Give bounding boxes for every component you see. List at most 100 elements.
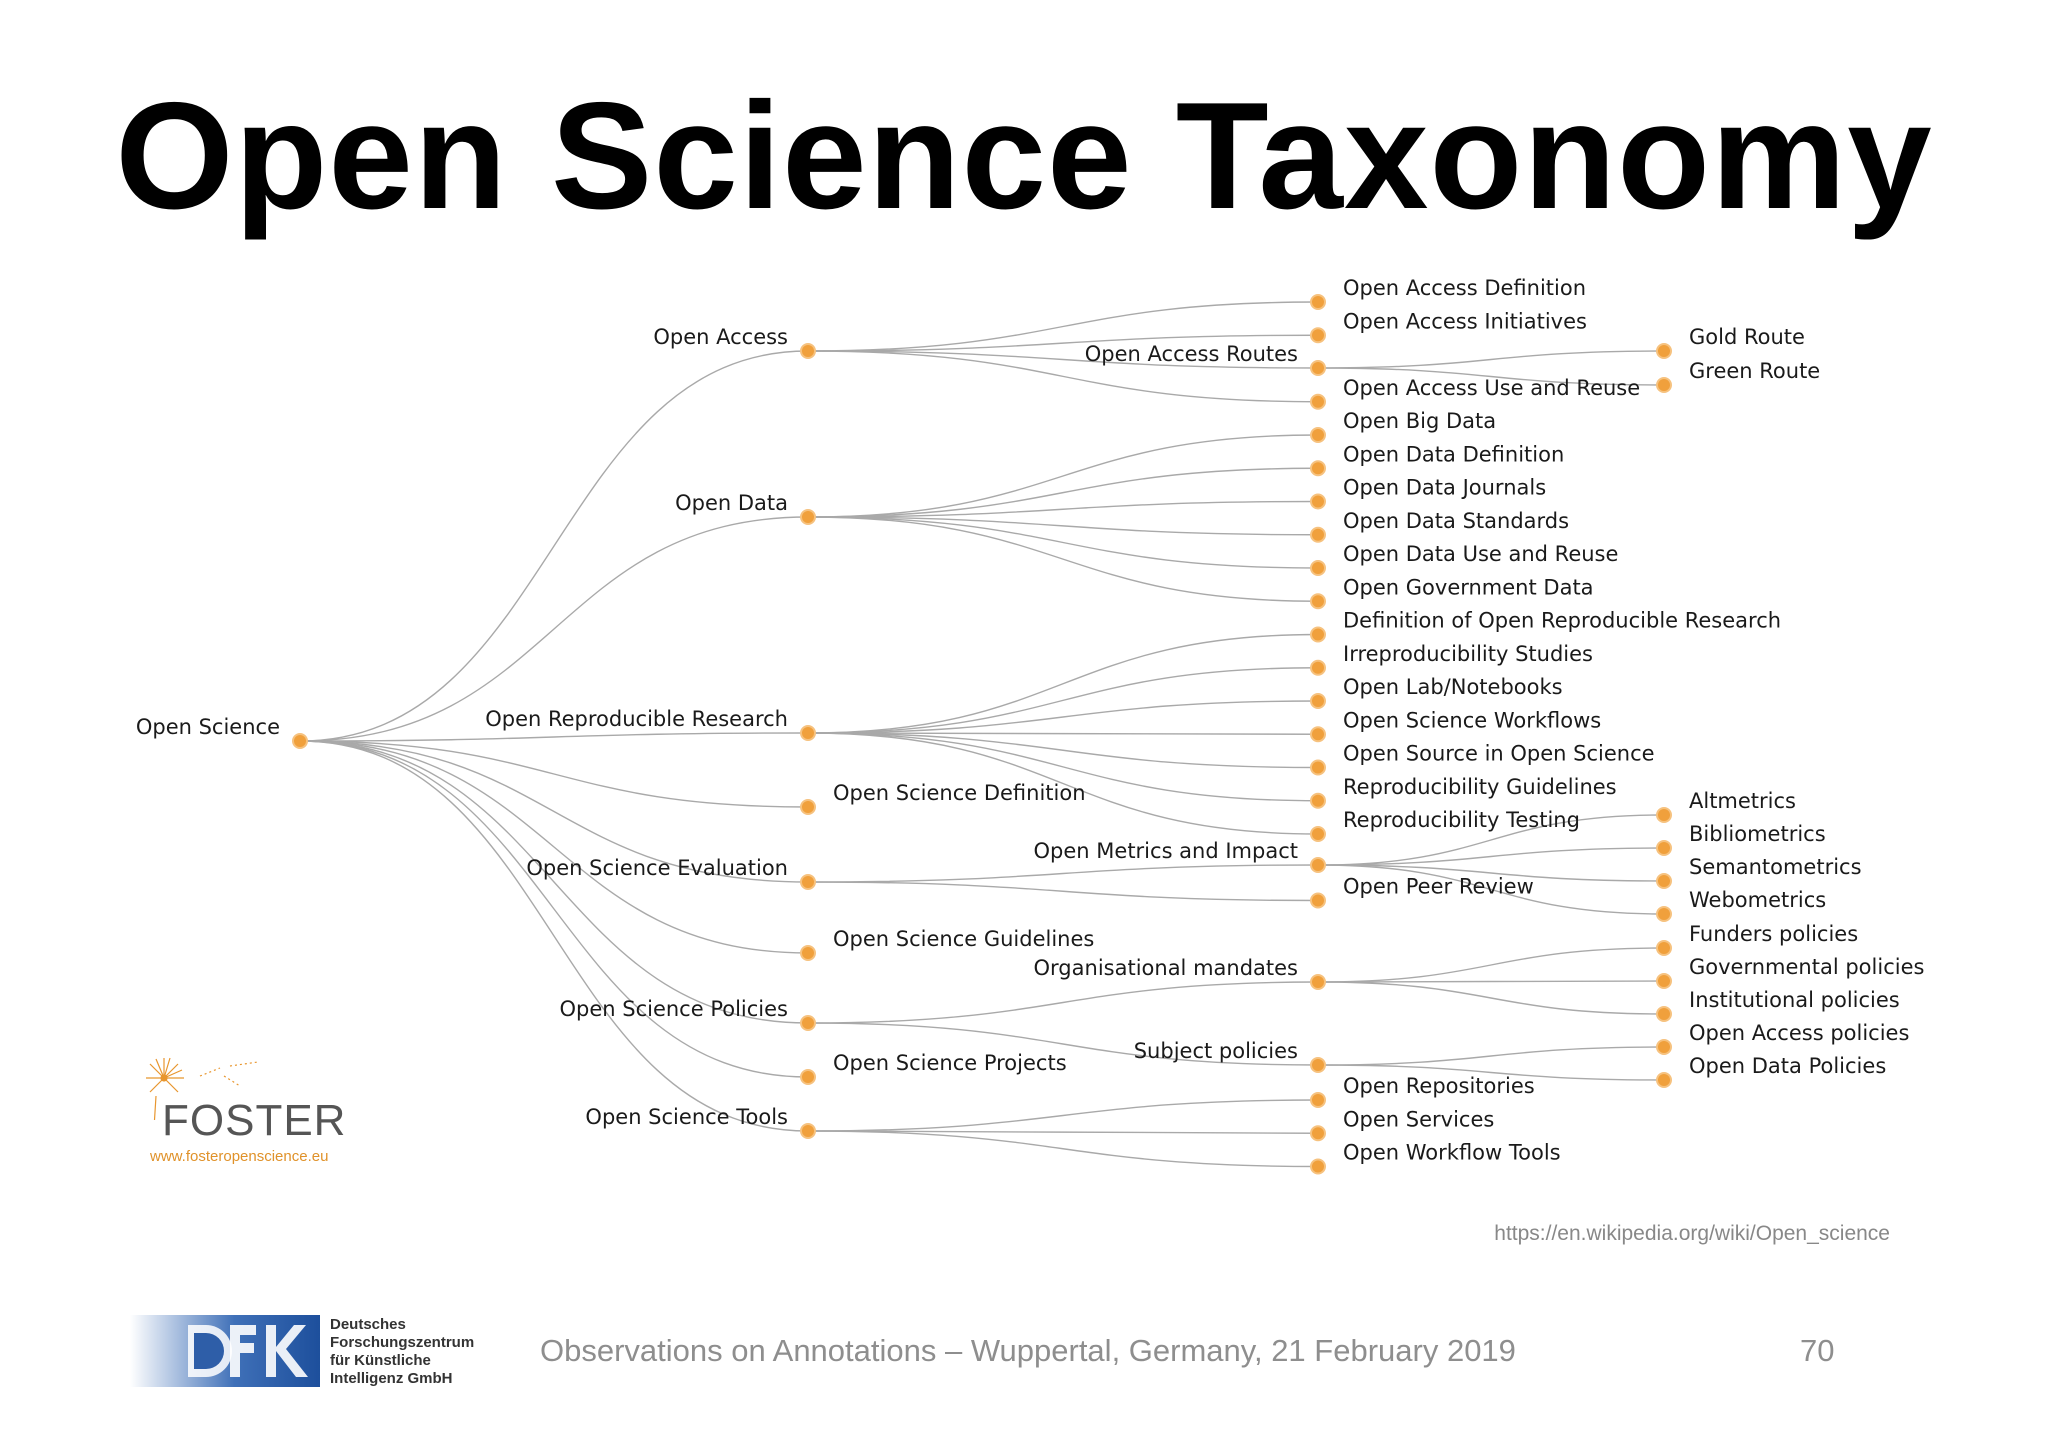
- node-level-1[interactable]: Open Access: [653, 325, 816, 359]
- node-dot-icon[interactable]: [1310, 294, 1326, 310]
- node-dot-icon[interactable]: [1310, 593, 1326, 610]
- node-dot-icon[interactable]: [1310, 360, 1326, 376]
- node-root[interactable]: Open Science: [136, 715, 308, 749]
- node-label: Subject policies: [1134, 1039, 1298, 1063]
- node-dot-icon[interactable]: [800, 343, 816, 359]
- node-level-2[interactable]: Open Access Initiatives: [1310, 309, 1587, 344]
- node-level-1[interactable]: Open Science Definition: [800, 781, 1086, 815]
- node-level-1[interactable]: Open Data: [675, 491, 816, 525]
- tree-link: [1317, 814, 1665, 866]
- node-level-3[interactable]: Governmental policies: [1656, 955, 1924, 989]
- node-level-1[interactable]: Open Science Tools: [585, 1105, 816, 1139]
- node-level-1[interactable]: Open Reproducible Research: [485, 707, 816, 741]
- node-dot-icon[interactable]: [1310, 460, 1326, 477]
- node-dot-icon[interactable]: [800, 725, 816, 741]
- node-dot-icon[interactable]: [1656, 1072, 1672, 1088]
- node-dot-icon[interactable]: [800, 1069, 816, 1085]
- node-dot-icon[interactable]: [1310, 792, 1326, 809]
- node-level-2[interactable]: Open Lab/Notebooks: [1310, 675, 1563, 709]
- node-level-2[interactable]: Open Access Routes: [1085, 342, 1326, 376]
- node-dot-icon[interactable]: [800, 1015, 816, 1031]
- node-level-2[interactable]: Open Workflow Tools: [1310, 1141, 1561, 1175]
- node-level-3[interactable]: Institutional policies: [1656, 988, 1900, 1022]
- node-level-2[interactable]: Open Metrics and Impact: [1034, 839, 1326, 873]
- node-dot-icon[interactable]: [1310, 560, 1326, 576]
- node-dot-icon[interactable]: [1310, 857, 1326, 873]
- node-level-2[interactable]: Organisational mandates: [1034, 956, 1326, 990]
- node-dot-icon[interactable]: [1310, 1125, 1326, 1142]
- node-level-2[interactable]: Irreproducibility Studies: [1310, 642, 1593, 676]
- node-dot-icon[interactable]: [800, 799, 816, 815]
- node-level-3[interactable]: Funders policies: [1656, 922, 1858, 956]
- foster-url[interactable]: www.fosteropenscience.eu: [150, 1148, 329, 1165]
- node-dot-icon[interactable]: [1310, 693, 1326, 709]
- node-level-2[interactable]: Open Data Use and Reuse: [1310, 542, 1618, 576]
- node-dot-icon[interactable]: [1310, 759, 1326, 776]
- node-dot-icon[interactable]: [1310, 493, 1326, 510]
- node-level-2[interactable]: Open Services: [1310, 1107, 1494, 1142]
- node-dot-icon[interactable]: [800, 874, 816, 890]
- node-level-2[interactable]: Open Data Journals: [1310, 476, 1546, 510]
- node-level-2[interactable]: Open Source in Open Science: [1310, 742, 1655, 776]
- node-level-1[interactable]: Open Science Guidelines: [800, 927, 1094, 961]
- node-level-2[interactable]: Open Government Data: [1310, 575, 1594, 610]
- node-level-3[interactable]: Green Route: [1656, 359, 1820, 393]
- node-level-3[interactable]: Semantometrics: [1656, 855, 1862, 889]
- node-level-2[interactable]: Open Data Definition: [1310, 442, 1564, 477]
- node-dot-icon[interactable]: [1310, 974, 1326, 990]
- node-dot-icon[interactable]: [1656, 873, 1672, 889]
- node-dot-icon[interactable]: [1310, 892, 1326, 909]
- node-level-1[interactable]: Open Science Policies: [559, 997, 816, 1031]
- node-level-3[interactable]: Bibliometrics: [1656, 822, 1826, 856]
- node-level-2[interactable]: Reproducibility Guidelines: [1310, 775, 1617, 809]
- node-level-2[interactable]: Open Data Standards: [1310, 509, 1569, 543]
- node-level-3[interactable]: Altmetrics: [1656, 789, 1796, 823]
- node-level-2[interactable]: Open Access Definition: [1310, 276, 1586, 310]
- footer-text: Observations on Annotations – Wuppertal,…: [540, 1333, 1516, 1368]
- node-dot-icon[interactable]: [1656, 1006, 1672, 1022]
- node-dot-icon[interactable]: [1656, 973, 1672, 989]
- node-dot-icon[interactable]: [1656, 343, 1672, 359]
- node-dot-icon[interactable]: [1310, 327, 1326, 344]
- node-label: Open Workflow Tools: [1343, 1141, 1561, 1165]
- node-dot-icon[interactable]: [1310, 826, 1326, 842]
- node-level-2[interactable]: Open Repositories: [1310, 1074, 1535, 1108]
- node-dot-icon[interactable]: [1310, 1092, 1326, 1108]
- node-level-2[interactable]: Definition of Open Reproducible Research: [1310, 609, 1781, 643]
- node-level-1[interactable]: Open Science Projects: [800, 1051, 1067, 1085]
- node-dot-icon[interactable]: [800, 509, 816, 525]
- node-dot-icon[interactable]: [1310, 427, 1326, 443]
- node-dot-icon[interactable]: [1310, 526, 1326, 543]
- node-level-2[interactable]: Open Access Use and Reuse: [1310, 376, 1640, 410]
- node-level-3[interactable]: Webometrics: [1656, 888, 1826, 922]
- node-dot-icon[interactable]: [800, 945, 816, 961]
- node-level-3[interactable]: Gold Route: [1656, 325, 1805, 359]
- node-level-3[interactable]: Open Data Policies: [1656, 1054, 1886, 1088]
- node-dot-icon[interactable]: [1656, 906, 1672, 922]
- node-level-1[interactable]: Open Science Evaluation: [526, 856, 816, 890]
- node-dot-icon[interactable]: [1656, 1039, 1672, 1055]
- node-dot-icon[interactable]: [1656, 840, 1672, 856]
- node-label: Open Access: [653, 325, 788, 349]
- node-dot-icon[interactable]: [1310, 1158, 1326, 1175]
- tree-links: [299, 301, 1665, 1168]
- node-dot-icon[interactable]: [1310, 1057, 1326, 1073]
- source-link[interactable]: https://en.wikipedia.org/wiki/Open_scien…: [1494, 1222, 1890, 1245]
- node-level-2[interactable]: Open Big Data: [1310, 409, 1496, 443]
- node-dot-icon[interactable]: [1656, 807, 1672, 823]
- node-dot-icon[interactable]: [292, 733, 308, 749]
- node-dot-icon[interactable]: [1310, 726, 1326, 743]
- node-dot-icon[interactable]: [1310, 659, 1326, 676]
- node-label: Open Science Guidelines: [833, 927, 1094, 951]
- node-dot-icon[interactable]: [1310, 393, 1326, 410]
- node-level-2[interactable]: Reproducibility Testing: [1310, 808, 1580, 842]
- node-dot-icon[interactable]: [1656, 940, 1672, 956]
- node-level-3[interactable]: Open Access policies: [1656, 1021, 1909, 1055]
- node-level-2[interactable]: Open Peer Review: [1310, 875, 1534, 909]
- node-level-2[interactable]: Subject policies: [1134, 1039, 1326, 1073]
- dandelion-icon: [146, 1057, 259, 1120]
- node-level-2[interactable]: Open Science Workflows: [1310, 708, 1601, 743]
- node-dot-icon[interactable]: [1656, 377, 1672, 393]
- node-dot-icon[interactable]: [800, 1123, 816, 1139]
- node-dot-icon[interactable]: [1310, 626, 1326, 643]
